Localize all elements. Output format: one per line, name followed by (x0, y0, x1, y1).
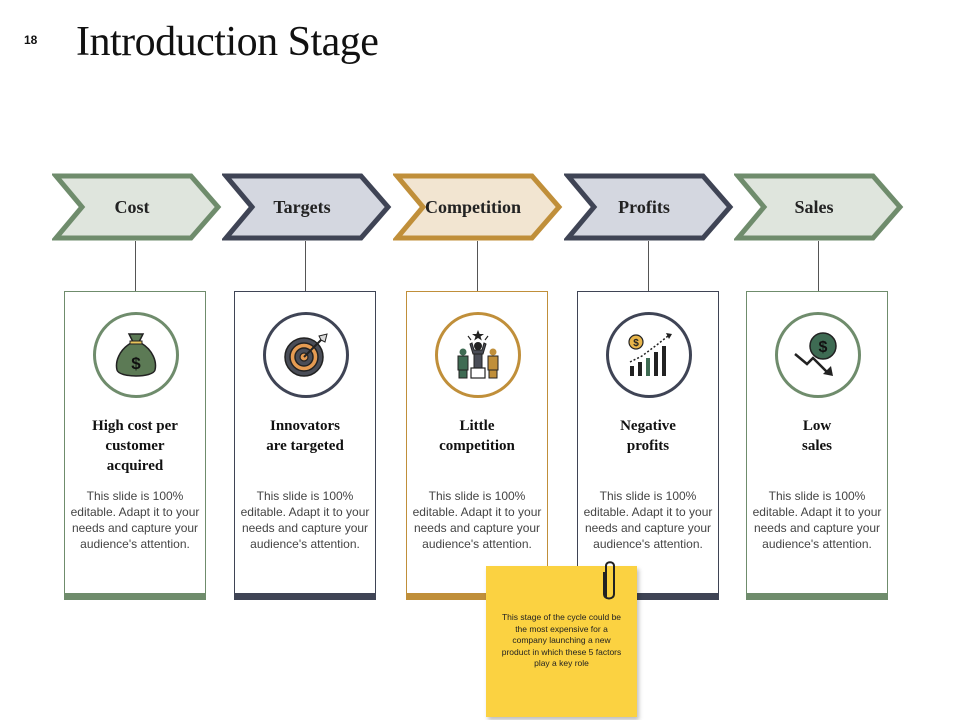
connector-line (305, 241, 306, 292)
stage-body: This slide is 100% editable. Adapt it to… (412, 489, 542, 551)
card-accent-bar (64, 593, 206, 600)
chevron-cost: Cost (52, 173, 222, 241)
svg-text:$: $ (819, 339, 828, 356)
svg-text:$: $ (633, 338, 639, 349)
sales-decline-icon: $ (794, 332, 837, 376)
chevron-profits: Profits (564, 173, 734, 241)
icon-circle: $ (606, 312, 692, 398)
target-icon (284, 333, 328, 377)
stage-body: This slide is 100% editable. Adapt it to… (70, 489, 200, 551)
page-title: Introduction Stage (76, 19, 379, 65)
connector-line (818, 241, 819, 292)
slide-number: 18 (24, 33, 38, 47)
connector-line (648, 241, 649, 292)
card-accent-bar (406, 593, 548, 600)
profit-chart-icon: $ (628, 333, 672, 376)
sticky-note: This stage of the cycle could be the mos… (486, 566, 637, 717)
paperclip-icon (603, 561, 615, 600)
card-accent-bar (577, 593, 719, 600)
icon-circle: $ (775, 312, 861, 398)
chevron-label: Sales (794, 197, 834, 217)
chevron-competition: Competition (393, 173, 563, 241)
chevron-label: Profits (618, 197, 670, 217)
chevron-targets: Targets (222, 173, 392, 241)
icon-circle: $ (93, 312, 179, 398)
chevron-sales: Sales (734, 173, 904, 241)
card-accent-bar (234, 593, 376, 600)
competitors-icon (457, 330, 499, 379)
stage-body: This slide is 100% editable. Adapt it to… (240, 489, 370, 551)
stage-body: This slide is 100% editable. Adapt it to… (752, 489, 882, 551)
card-accent-bar (746, 593, 888, 600)
stage-body: This slide is 100% editable. Adapt it to… (583, 489, 713, 551)
svg-text:$: $ (131, 354, 141, 373)
connector-line (135, 241, 136, 292)
chevron-label: Competition (425, 197, 521, 217)
chevron-label: Cost (114, 197, 150, 217)
money-bag-icon: $ (115, 333, 157, 377)
sticky-note-text: This stage of the cycle could be the mos… (501, 612, 622, 668)
icon-circle (263, 312, 349, 398)
chevron-label: Targets (273, 197, 331, 217)
connector-line (477, 241, 478, 292)
icon-circle (435, 312, 521, 398)
